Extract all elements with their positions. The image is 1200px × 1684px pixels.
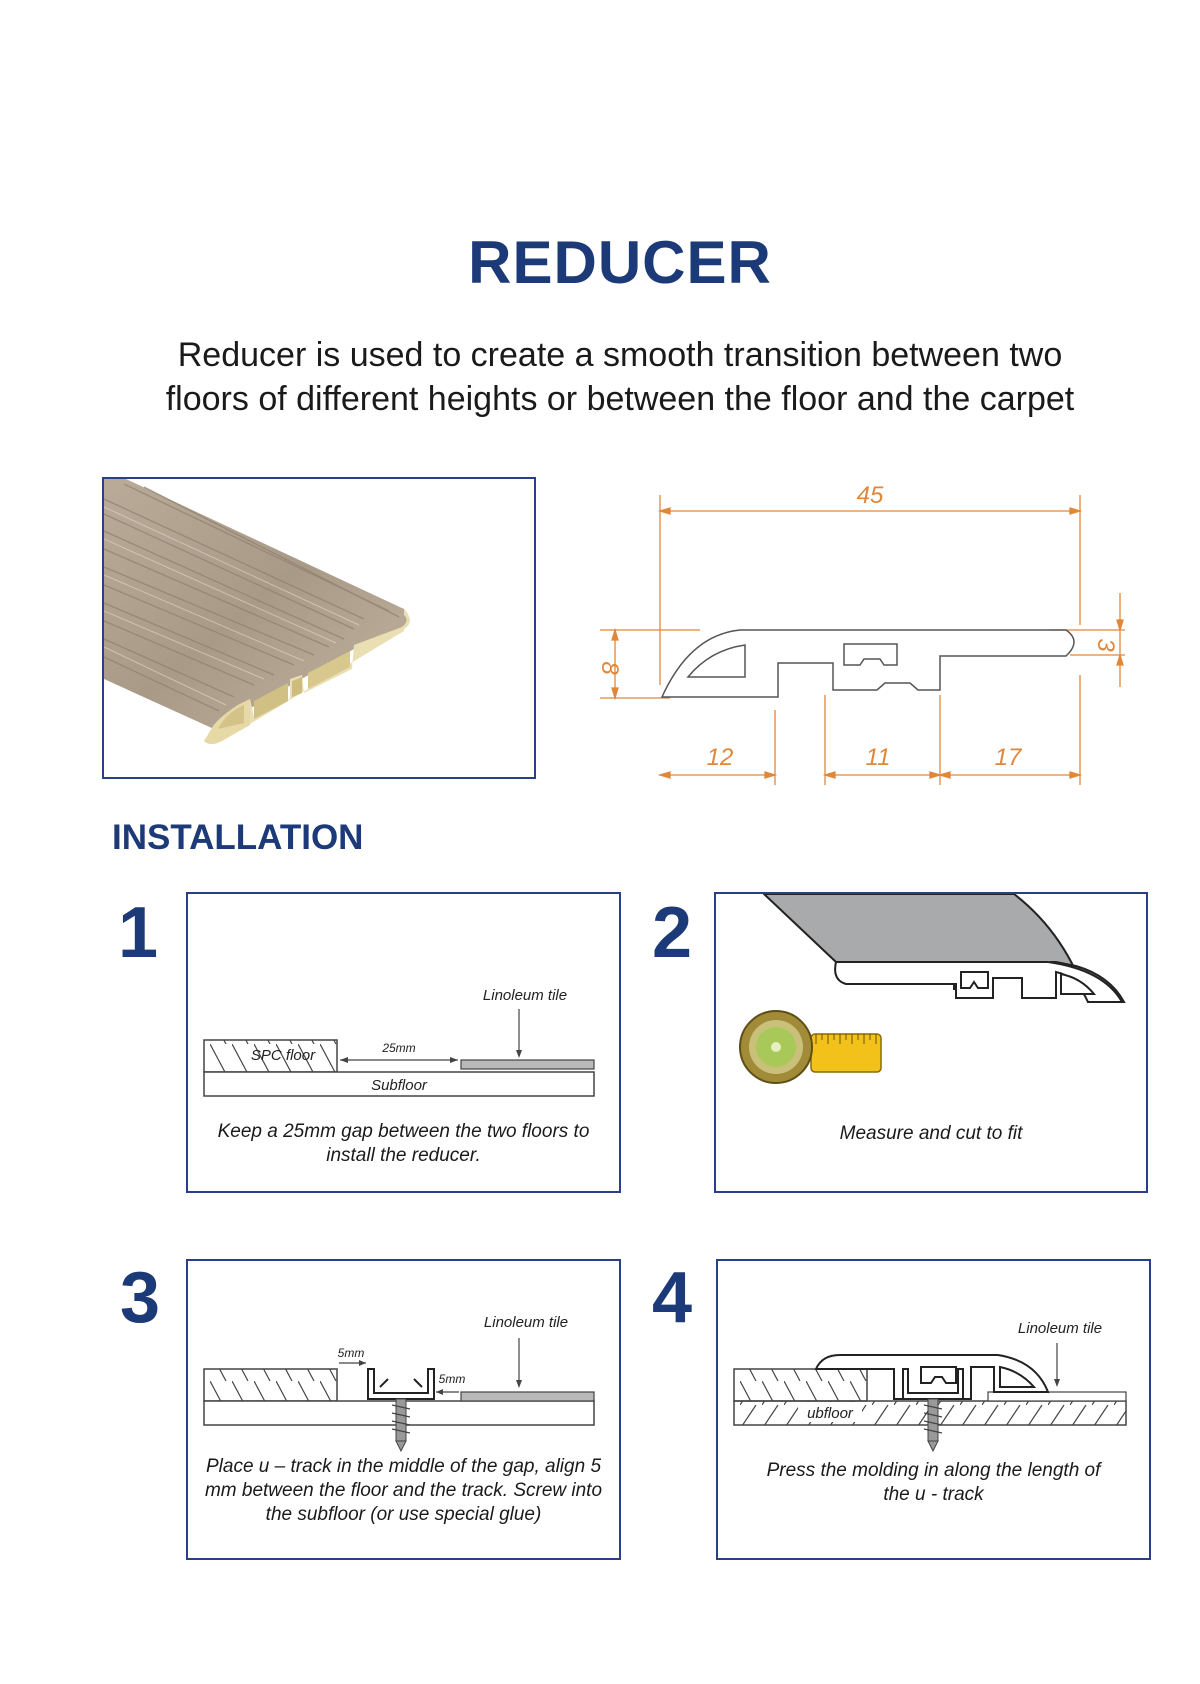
step-3-caption-line-3: the subfloor (or use special glue) [265, 1504, 542, 1525]
step-1-caption-line-2: install the reducer. [326, 1145, 481, 1166]
step-2-caption: Measure and cut to fit [839, 1123, 1023, 1144]
profile-dimension-drawing: 45 8 3 12 11 17 [596, 482, 1125, 785]
installation-heading: INSTALLATION [112, 818, 364, 857]
dim-height: 8 [596, 661, 623, 675]
step-4-diagram: ubfloor Linoleum tile [733, 1320, 1127, 1453]
linoleum-tile-label: Linoleum tile [484, 1314, 568, 1331]
step-2-panel: Measure and cut to fit [714, 892, 1148, 1193]
step-4-caption-line-2: the u - track [883, 1484, 984, 1505]
step-3-caption-line-1: Place u – track in the middle of the gap… [205, 1456, 602, 1477]
step-1-diagram: SPC floor 25mm Linoleum tile Subfloor [203, 987, 595, 1097]
dim-left-section: 12 [707, 744, 734, 771]
spc-floor-label: SPC floor [251, 1047, 316, 1064]
dim-right-section: 17 [995, 744, 1023, 771]
step-3-panel: 5mm 5mm Linoleum tile Place u – track in… [186, 1259, 621, 1560]
dimension-lines [600, 495, 1125, 785]
reducer-profile-outline [660, 629, 1075, 698]
gap-25mm-label: 25mm [381, 1041, 415, 1055]
step-4-caption-line-1: Press the molding in along the length of [766, 1460, 1101, 1481]
gap-5mm-left-label: 5mm [338, 1346, 365, 1360]
linoleum-tile-label: Linoleum tile [483, 987, 567, 1004]
step-2-diagram [739, 894, 1126, 1084]
step-3-caption: Place u – track in the middle of the gap… [188, 1455, 619, 1527]
dim-middle-section: 11 [866, 744, 891, 771]
page-subtitle: Reducer is used to create a smooth trans… [0, 333, 1200, 421]
step-number-4: 4 [652, 1258, 693, 1338]
product-photo-frame [102, 477, 536, 779]
dim-top-thickness: 3 [1092, 638, 1119, 652]
gap-5mm-right-label: 5mm [439, 1372, 466, 1386]
step-1-caption: Keep a 25mm gap between the two floors t… [188, 1120, 619, 1168]
step-4-caption: Press the molding in along the length of… [718, 1459, 1149, 1507]
subtitle-line-1: Reducer is used to create a smooth trans… [177, 336, 1063, 374]
dim-total-width: 45 [857, 482, 884, 509]
step-1-caption-line-1: Keep a 25mm gap between the two floors t… [217, 1121, 590, 1142]
step-number-3: 3 [120, 1258, 161, 1338]
subfloor-label: ubfloor [807, 1405, 854, 1422]
step-4-panel: ubfloor Linoleum tile Press the molding … [716, 1259, 1151, 1560]
step-number-1: 1 [118, 893, 159, 973]
subfloor-label: Subfloor [371, 1077, 428, 1094]
step-1-panel: SPC floor 25mm Linoleum tile Subfloor Ke… [186, 892, 621, 1193]
subtitle-line-2: floors of different heights or between t… [165, 380, 1075, 418]
linoleum-tile-label: Linoleum tile [1018, 1320, 1102, 1337]
step-3-caption-line-2: mm between the floor and the track. Scre… [204, 1480, 603, 1501]
product-photo [104, 479, 410, 744]
page-title: REDUCER [468, 229, 772, 296]
measuring-tape-icon [739, 1010, 882, 1084]
step-3-diagram: 5mm 5mm Linoleum tile [203, 1314, 595, 1453]
step-number-2: 2 [652, 893, 693, 973]
